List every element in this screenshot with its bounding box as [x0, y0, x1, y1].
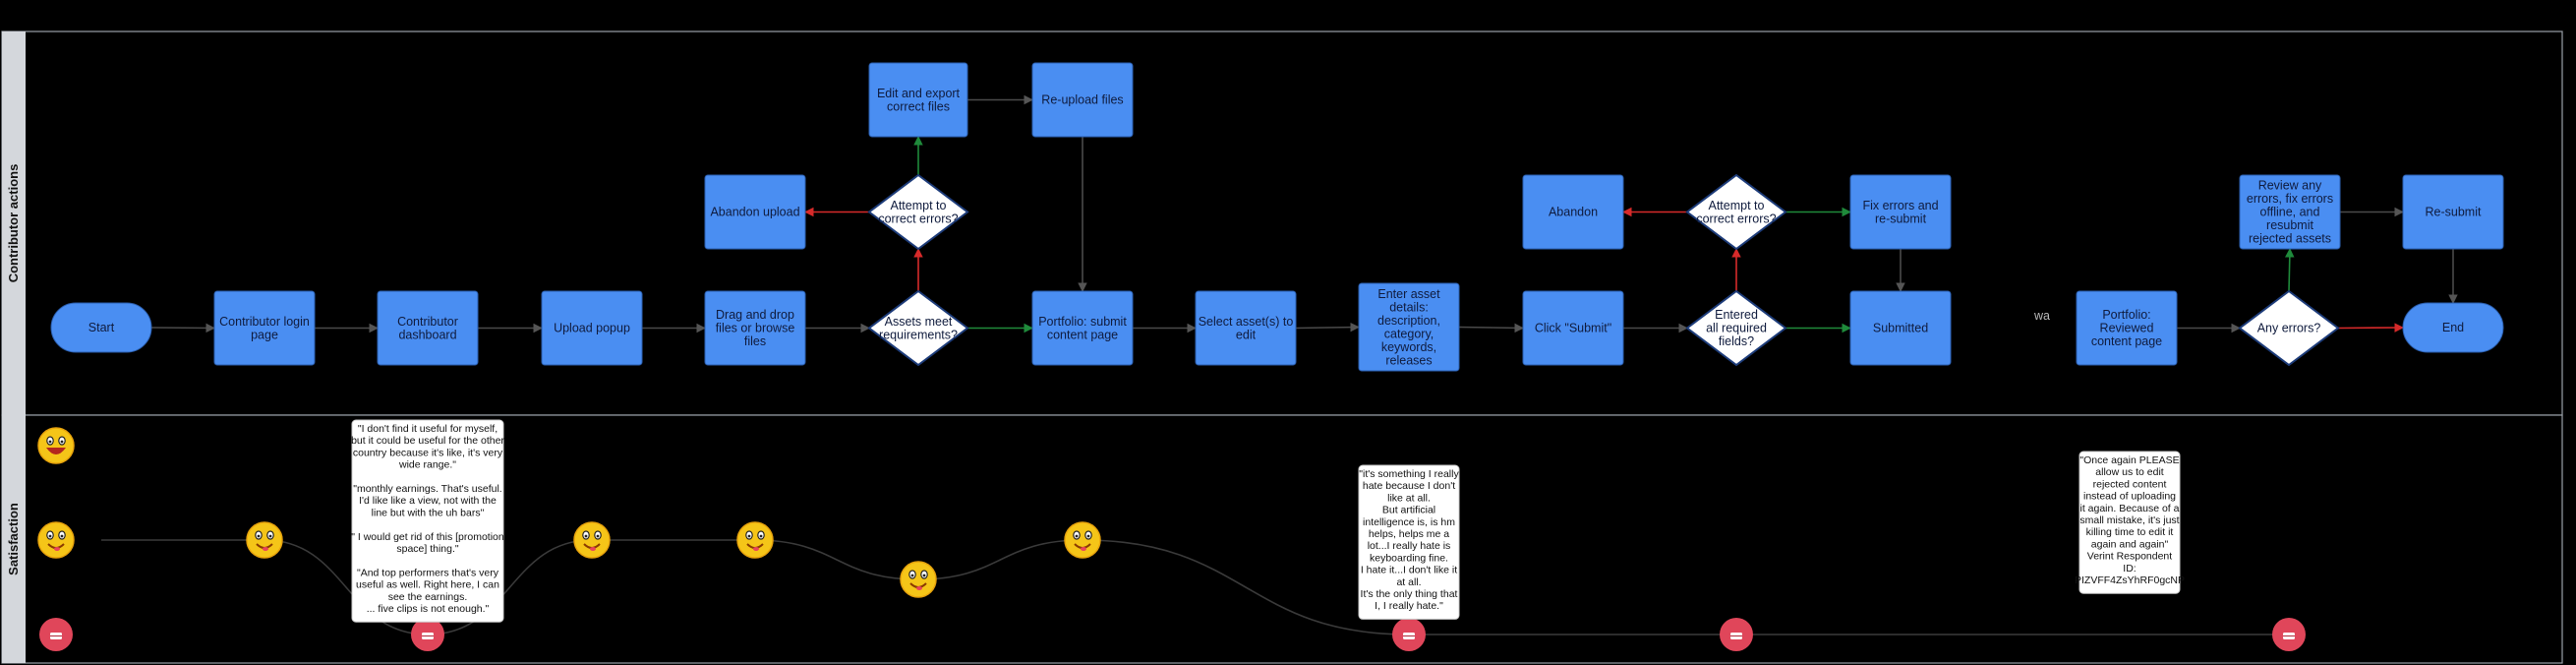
- stray-text: wa: [2033, 309, 2050, 323]
- node-label-abandon: Abandon: [1549, 206, 1598, 219]
- satisfaction-unhappy-face-icon-contributor-dashboard: [411, 618, 444, 651]
- legend-happy-face-icon: [37, 521, 75, 559]
- satisfaction-happy-face-icon-contributor-login-page: [246, 521, 283, 559]
- node-any-errors: Any errors?: [2238, 289, 2340, 367]
- actions-lane-label: Contributor actions: [6, 164, 21, 283]
- satisfaction-lane-label: Satisfaction: [6, 503, 21, 575]
- satisfaction-unhappy-face-icon-entered-required-fields: [1720, 618, 1753, 651]
- quote-dashboard-text: "I don't find it useful for myself,but i…: [351, 423, 504, 615]
- node-start: Start: [50, 302, 152, 353]
- node-re-submit: Re-submit: [2402, 174, 2504, 250]
- connector-any-errors-to-end: [2337, 323, 2404, 332]
- connector-enter-asset-details-to-click-submit: [1458, 323, 1524, 333]
- satisfaction-unhappy-face-icon-any-errors: [2272, 618, 2306, 651]
- node-label-re-submit: Re-submit: [2426, 206, 2482, 219]
- legend-very-happy-face-icon: [37, 427, 75, 464]
- node-re-upload-files: Re-upload files: [1031, 62, 1134, 138]
- satisfaction-faces: [37, 427, 2306, 651]
- node-submitted: Submitted: [1849, 290, 1952, 366]
- satisfaction-lane-header: [2, 415, 26, 663]
- node-click-submit: Click "Submit": [1522, 290, 1624, 366]
- node-abandon: Abandon: [1522, 174, 1624, 250]
- node-label-abandon-upload: Abandon upload: [710, 206, 799, 219]
- satisfaction-neutral-face-icon-assets-meet-requirements: [900, 561, 937, 598]
- node-label-upload-popup: Upload popup: [554, 322, 630, 335]
- connector-any-errors-to-review-fix-resubmit: [2285, 248, 2295, 292]
- connectors: [150, 94, 2458, 333]
- node-label-any-errors: Any errors?: [2257, 322, 2321, 335]
- node-abandon-upload: Abandon upload: [704, 174, 806, 250]
- node-label-re-upload-files: Re-upload files: [1041, 93, 1123, 107]
- node-upload-popup: Upload popup: [541, 290, 643, 366]
- satisfaction-happy-face-icon-drag-drop-files: [736, 521, 774, 559]
- connector-select-assets-to-enter-asset-details: [1295, 322, 1360, 332]
- node-label-end: End: [2442, 321, 2464, 334]
- quote-dashboard: "I don't find it useful for myself,but i…: [351, 419, 504, 623]
- node-label-click-submit: Click "Submit": [1535, 322, 1611, 335]
- actions-lane-header: [2, 31, 26, 415]
- connector-start-to-contributor-login-page: [150, 323, 215, 333]
- node-label-submitted: Submitted: [1873, 322, 1928, 335]
- node-end: End: [2402, 302, 2504, 353]
- satisfaction-happy-face-icon-portfolio-submit-content: [1064, 521, 1101, 559]
- satisfaction-happy-face-icon-upload-popup: [573, 521, 611, 559]
- quotes: "I don't find it useful for myself,but i…: [351, 419, 2185, 623]
- node-label-start: Start: [88, 321, 115, 334]
- legend-unhappy-face-icon: [39, 618, 73, 651]
- satisfaction-unhappy-face-icon-enter-asset-details: [1392, 618, 1426, 651]
